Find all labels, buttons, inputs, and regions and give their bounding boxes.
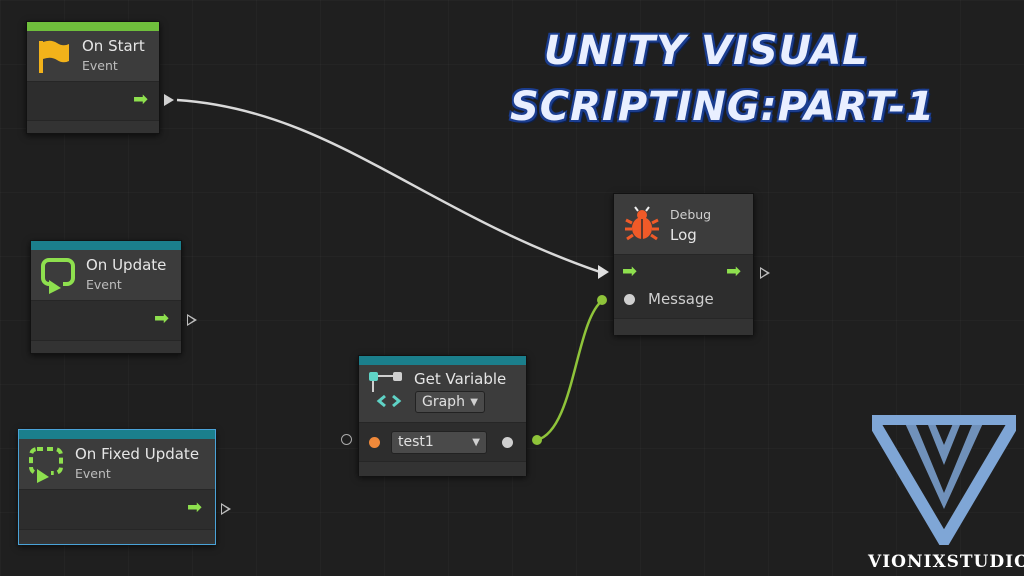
node-header: On Update Event (31, 250, 181, 301)
chevron-down-icon: ▼ (470, 397, 478, 408)
node-footer (614, 318, 753, 335)
flow-wire-start-to-log (176, 98, 601, 274)
node-on-fixed-update[interactable]: On Fixed Update Event ➡ (18, 429, 216, 545)
node-title: On Start (82, 37, 145, 55)
node-footer (31, 340, 181, 353)
node-subtitle: Event (75, 466, 111, 481)
node-body: ➡ (19, 490, 215, 529)
node-on-start[interactable]: On Start Event ➡ (26, 21, 160, 134)
node-body: ➡ (27, 82, 159, 120)
message-input-label: Message (648, 290, 714, 308)
flow-input-arrow-icon: ➡ (622, 261, 638, 282)
node-header-bar (19, 430, 215, 439)
node-footer (27, 120, 159, 133)
value-output-port-icon[interactable] (502, 437, 513, 448)
banner-title-line1: UNITY VISUAL (544, 28, 869, 74)
chevron-down-icon: ▼ (472, 437, 480, 448)
flow-output-arrow-icon: ➡ (133, 89, 149, 110)
flow-output-arrow-icon: ➡ (726, 261, 742, 282)
node-subtitle: Event (86, 277, 122, 292)
node-footer (359, 461, 526, 476)
port-inner (222, 505, 228, 513)
node-header-bar (31, 241, 181, 250)
node-header: On Start Event (27, 31, 159, 82)
port-inner (188, 316, 194, 324)
node-on-update[interactable]: On Update Event ➡ (30, 240, 182, 354)
log-flow-input-port (598, 265, 609, 279)
message-input-port-icon[interactable] (624, 294, 635, 305)
node-body: ➡ (31, 301, 181, 340)
brand-name: VIONIXSTUDIO (868, 552, 1024, 572)
node-get-variable[interactable]: Get Variable Graph ▼ test1 ▼ (358, 355, 527, 476)
port-inner (761, 269, 767, 277)
variable-scope-value: Graph (422, 394, 465, 410)
data-wire-end-dot (597, 295, 607, 305)
data-wire-variable-to-message (536, 298, 604, 442)
node-subtitle: Event (82, 58, 118, 73)
banner-title-line2: SCRIPTING:PART-1 (510, 84, 936, 130)
node-body: ➡ ➡ Message (614, 255, 753, 318)
node-header: On Fixed Update Event (19, 439, 215, 490)
node-title: Get Variable (414, 370, 507, 388)
update-loop-icon (41, 258, 75, 294)
vionix-logo (872, 415, 1016, 545)
node-title: Log (670, 226, 697, 244)
get-variable-flow-input-port[interactable] (341, 434, 352, 445)
node-title: On Fixed Update (75, 445, 200, 463)
variable-icon (369, 372, 402, 408)
node-header: Debug Log (614, 194, 753, 255)
flow-output-arrow-icon: ➡ (154, 308, 170, 329)
node-debug-log[interactable]: Debug Log ➡ ➡ Message (613, 193, 754, 335)
variable-scope-dropdown[interactable]: Graph ▼ (415, 391, 485, 413)
node-header-bar (27, 22, 159, 31)
flow-output-arrow-icon: ➡ (187, 497, 203, 518)
data-wire-start-dot (532, 435, 542, 445)
variable-name-dropdown[interactable]: test1 ▼ (391, 431, 487, 454)
node-title: On Update (86, 256, 167, 274)
node-category: Debug (670, 207, 712, 222)
variable-name-input-port-icon[interactable] (369, 437, 380, 448)
node-footer (19, 529, 215, 542)
variable-name-value: test1 (398, 434, 434, 450)
on-start-flow-output-port[interactable] (164, 94, 174, 106)
flag-icon (39, 40, 69, 73)
bug-icon (625, 206, 659, 241)
fixed-update-loop-icon (29, 447, 63, 483)
node-body: test1 ▼ (359, 423, 526, 461)
node-header-bar (359, 356, 526, 365)
node-header: Get Variable Graph ▼ (359, 365, 526, 423)
